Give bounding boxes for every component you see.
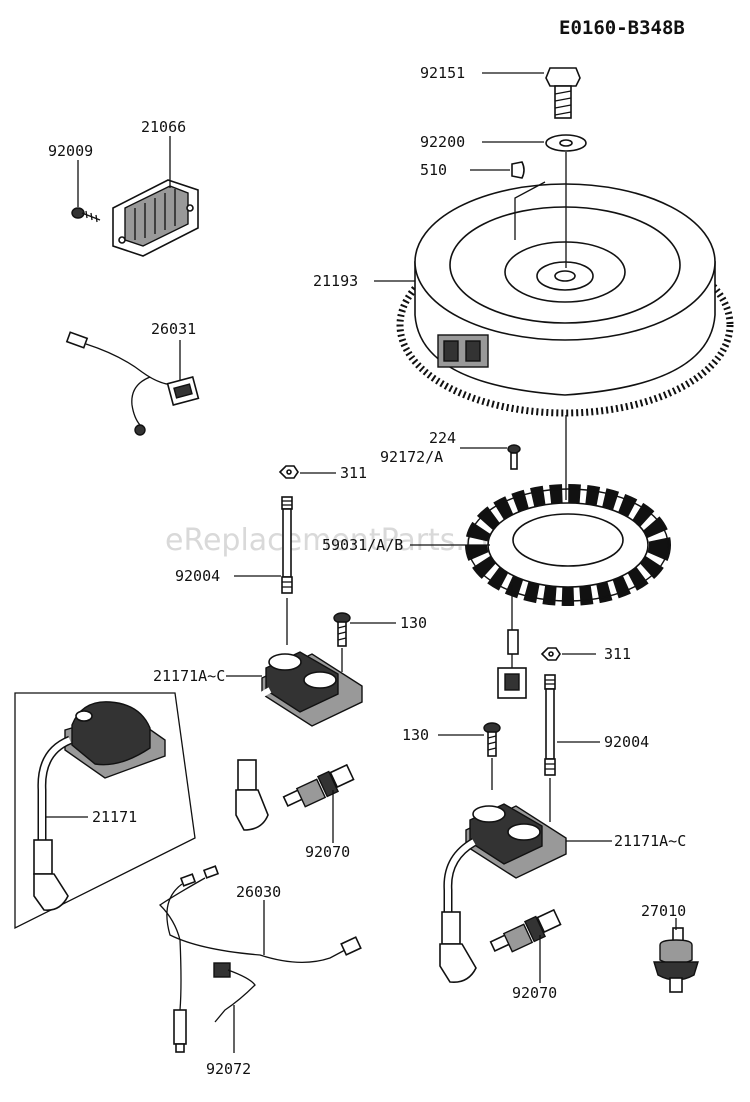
label-311-lower: 311	[604, 645, 631, 663]
label-92151: 92151	[420, 64, 465, 82]
label-21171ac-upper: 21171A~C	[153, 667, 225, 685]
label-26030: 26030	[236, 883, 281, 901]
label-92009: 92009	[48, 142, 93, 160]
diagram-code: E0160-B348B	[559, 17, 685, 39]
lead-26031[interactable]	[65, 331, 200, 436]
label-92172: 92172/A	[380, 448, 443, 466]
key-510[interactable]	[511, 161, 525, 179]
label-92200: 92200	[420, 133, 465, 151]
bolt-130-lower[interactable]	[483, 722, 501, 757]
nut-311-lower[interactable]	[540, 647, 561, 661]
ignition-coil-21171[interactable]	[33, 701, 166, 912]
bolt-130-upper[interactable]	[333, 612, 351, 647]
switch-27010[interactable]	[653, 927, 699, 993]
label-21171ac-lower: 21171A~C	[614, 832, 686, 850]
label-21193: 21193	[313, 272, 358, 290]
stator-59031[interactable]	[465, 484, 671, 699]
lead-92072[interactable]	[213, 962, 256, 1023]
label-92004-right: 92004	[604, 733, 649, 751]
label-92072: 92072	[206, 1060, 251, 1078]
spark-plug-upper[interactable]	[282, 763, 355, 808]
screw-92009[interactable]	[71, 207, 101, 223]
flywheel-21193[interactable]	[396, 181, 734, 417]
stud-92004-right[interactable]	[544, 674, 556, 776]
regulator-21066[interactable]	[112, 179, 199, 257]
inset-box	[14, 692, 196, 930]
label-510: 510	[420, 161, 447, 179]
ignition-coil-upper[interactable]	[235, 651, 363, 831]
label-224: 224	[429, 429, 456, 447]
label-26031: 26031	[151, 320, 196, 338]
label-311-upper: 311	[340, 464, 367, 482]
label-21066: 21066	[141, 118, 186, 136]
ignition-coil-lower[interactable]	[439, 803, 567, 984]
stud-92004-left[interactable]	[281, 496, 293, 594]
label-92070-upper: 92070	[305, 843, 350, 861]
label-59031: 59031/A/B	[322, 536, 403, 554]
label-130-lower: 130	[402, 726, 429, 744]
washer-92200[interactable]	[545, 134, 587, 152]
label-92004-left: 92004	[175, 567, 220, 585]
lead-26030[interactable]	[158, 865, 362, 1053]
bolt-92151[interactable]	[545, 67, 581, 119]
label-21171: 21171	[92, 808, 137, 826]
bolt-92172[interactable]	[507, 444, 521, 470]
label-92070-lower: 92070	[512, 984, 557, 1002]
label-130-upper: 130	[400, 614, 427, 632]
spark-plug-lower[interactable]	[489, 908, 562, 953]
label-27010: 27010	[641, 902, 686, 920]
nut-311-upper[interactable]	[278, 465, 299, 479]
